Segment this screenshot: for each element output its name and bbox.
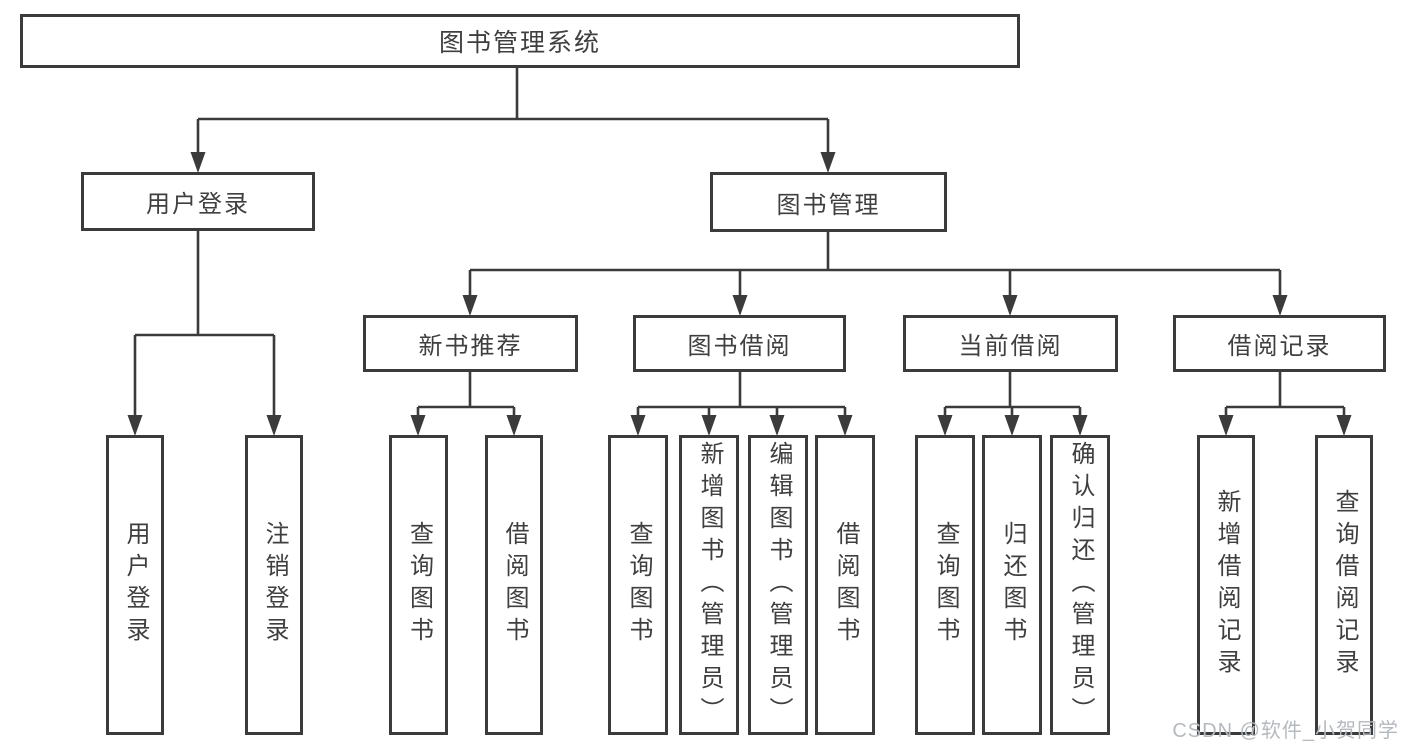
node-borrow-records-label: 借阅记录 [1227, 333, 1332, 360]
leaf-query-books-borrow-label: 查询图书 [625, 521, 652, 649]
node-user-login: 用户登录 [81, 172, 315, 231]
csdn-watermark: CSDN @软件_小贺同学 [1172, 720, 1399, 742]
leaf-user-login: 用户登录 [106, 435, 164, 735]
node-book-management: 图书管理 [710, 172, 947, 232]
node-book-borrow-label: 图书借阅 [687, 333, 792, 360]
leaf-logout: 注销登录 [245, 435, 303, 735]
leaf-add-book-admin: 新增图书（管理员） [679, 435, 739, 735]
leaf-user-login-label: 用户登录 [122, 521, 149, 649]
node-current-borrow: 当前借阅 [903, 315, 1118, 372]
leaf-query-borrow-record: 查询借阅记录 [1315, 435, 1373, 735]
node-borrow-records: 借阅记录 [1173, 315, 1386, 372]
leaf-add-borrow-record-label: 新增借阅记录 [1213, 489, 1240, 681]
leaf-return-books: 归还图书 [982, 435, 1042, 735]
leaf-query-books-current-label: 查询图书 [932, 521, 959, 649]
leaf-return-books-label: 归还图书 [999, 521, 1026, 649]
node-book-borrow: 图书借阅 [633, 315, 846, 372]
leaf-query-books-current: 查询图书 [915, 435, 975, 735]
node-current-borrow-label: 当前借阅 [958, 333, 1063, 360]
leaf-borrow-books: 借阅图书 [815, 435, 875, 735]
leaf-borrow-books-recommend-label: 借阅图书 [501, 521, 528, 649]
leaf-query-books-borrow: 查询图书 [608, 435, 668, 735]
node-book-management-label: 图书管理 [776, 191, 881, 219]
leaf-edit-book-admin: 编辑图书（管理员） [748, 435, 808, 735]
node-user-login-label: 用户登录 [146, 191, 250, 218]
leaf-add-book-admin-label: 新增图书（管理员） [696, 441, 723, 729]
leaf-borrow-books-label: 借阅图书 [832, 521, 859, 649]
node-new-book-recommend-label: 新书推荐 [418, 333, 523, 360]
leaf-query-borrow-record-label: 查询借阅记录 [1331, 489, 1358, 681]
leaf-query-books-recommend: 查询图书 [389, 435, 448, 735]
leaf-logout-label: 注销登录 [261, 521, 288, 649]
node-library-system-label: 图书管理系统 [438, 29, 601, 57]
leaf-confirm-return-admin-label: 确认归还（管理员） [1067, 441, 1094, 729]
leaf-query-books-recommend-label: 查询图书 [405, 521, 433, 649]
leaf-edit-book-admin-label: 编辑图书（管理员） [765, 441, 792, 729]
leaf-add-borrow-record: 新增借阅记录 [1197, 435, 1255, 735]
leaf-borrow-books-recommend: 借阅图书 [485, 435, 543, 735]
leaf-confirm-return-admin: 确认归还（管理员） [1050, 435, 1110, 735]
node-library-system: 图书管理系统 [20, 14, 1020, 68]
node-new-book-recommend: 新书推荐 [363, 315, 578, 372]
